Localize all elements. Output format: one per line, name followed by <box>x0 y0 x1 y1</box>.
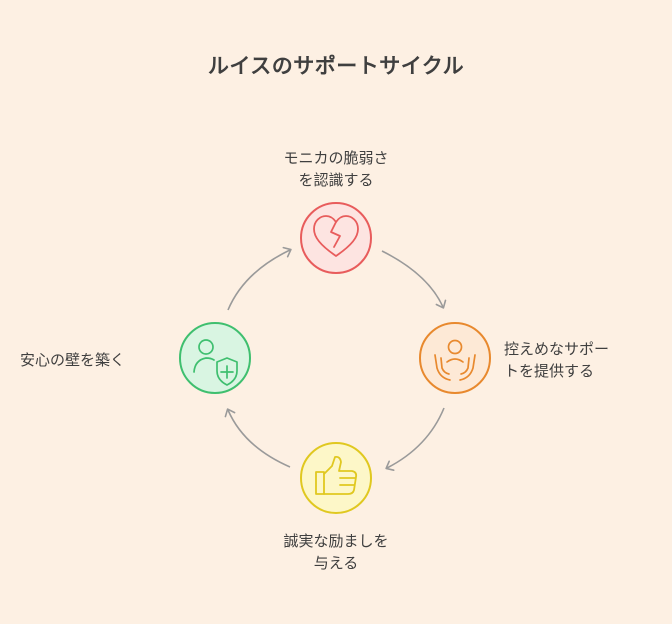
node-recognize-vulnerability <box>300 202 372 274</box>
arrow-right-to-bottom <box>385 407 445 471</box>
node-build-safety-wall <box>179 322 251 394</box>
arrow-bottom-to-left <box>224 408 291 468</box>
arrow-left-to-top <box>227 246 292 311</box>
label-recognize-vulnerability: モニカの脆弱さ を認識する <box>283 149 389 189</box>
broken-heart-icon <box>313 215 359 257</box>
arrow-top-to-right <box>381 250 447 309</box>
label-provide-support: 控えめなサポー トを提供する <box>504 340 610 380</box>
label-give-encouragement: 誠実な励ましを 与える <box>283 532 389 572</box>
person-shield-icon <box>193 339 238 386</box>
thumbs-up-icon <box>315 455 358 495</box>
node-give-encouragement <box>300 442 372 514</box>
node-provide-support <box>419 322 491 394</box>
label-build-safety-wall: 安心の壁を築く <box>20 351 126 369</box>
caring-hands-icon <box>434 339 476 381</box>
diagram-title: ルイスのサポートサイクル <box>207 54 465 78</box>
